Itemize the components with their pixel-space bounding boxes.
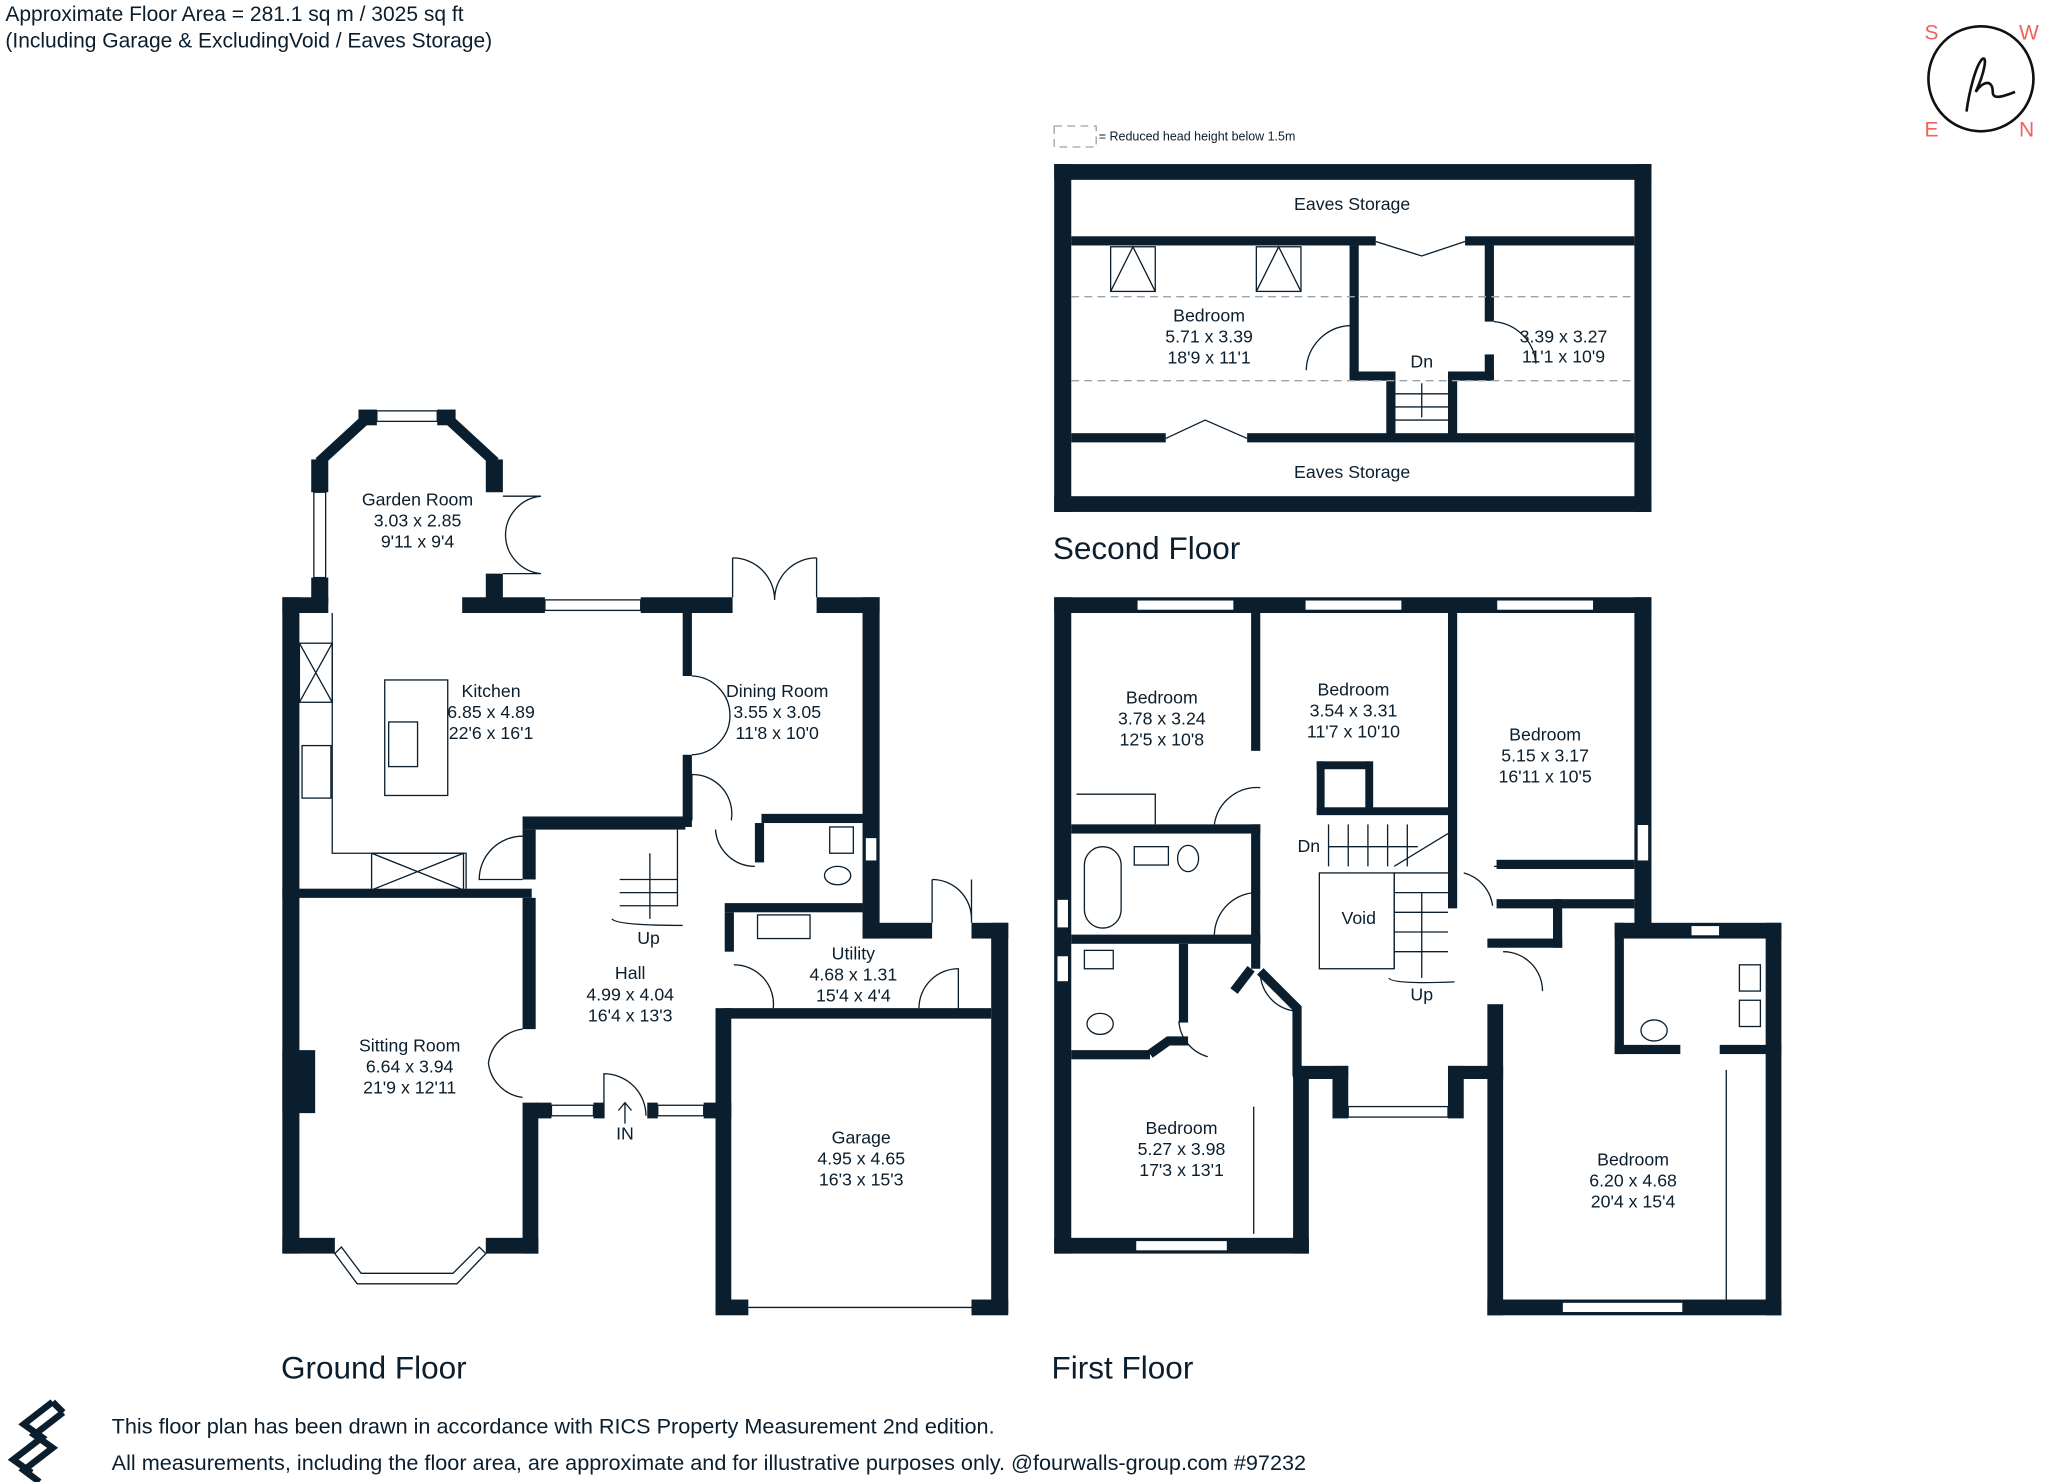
legend: = Reduced head height below 1.5m — [1053, 125, 1296, 148]
svg-text:6.64 x 3.94: 6.64 x 3.94 — [366, 1056, 454, 1076]
svg-text:4.95 x 4.65: 4.95 x 4.65 — [817, 1148, 905, 1168]
eaves-storage-bottom-label: Eaves Storage — [1294, 462, 1410, 482]
svg-text:3.55 x 3.05: 3.55 x 3.05 — [733, 702, 821, 722]
compass-logo: S W E N — [1924, 21, 2039, 141]
fourwalls-logo — [7, 1399, 66, 1482]
svg-text:16'11 x 10'5: 16'11 x 10'5 — [1499, 766, 1592, 786]
room-label-first-bedroom-2: Bedroom 3.54 x 3.31 11'7 x 10'10 — [1307, 680, 1400, 742]
first-floor-title: First Floor — [1052, 1349, 1194, 1385]
compass-n: N — [2019, 119, 2034, 142]
room-label-garage: Garage 4.95 x 4.65 16'3 x 15'3 — [817, 1127, 905, 1189]
svg-text:3.39 x 3.27: 3.39 x 3.27 — [1520, 327, 1608, 347]
entrance-label: IN — [616, 1123, 634, 1143]
legend-text: = Reduced head height below 1.5m — [1099, 129, 1296, 143]
svg-text:Sitting Room: Sitting Room — [359, 1035, 460, 1055]
svg-text:11'7 x 10'10: 11'7 x 10'10 — [1307, 722, 1400, 742]
svg-text:22'6 x 16'1: 22'6 x 16'1 — [449, 723, 534, 743]
room-label-utility: Utility 4.68 x 1.31 15'4 x 4'4 — [810, 944, 898, 1006]
svg-text:Bedroom: Bedroom — [1173, 306, 1245, 326]
svg-text:3.03 x 2.85: 3.03 x 2.85 — [374, 510, 462, 530]
svg-text:16'4 x 13'3: 16'4 x 13'3 — [588, 1005, 673, 1025]
signature-icon — [1965, 57, 2016, 112]
svg-text:Dining Room: Dining Room — [726, 681, 828, 701]
second-floor-title: Second Floor — [1053, 530, 1240, 566]
svg-text:4.99 x 4.04: 4.99 x 4.04 — [586, 984, 674, 1004]
room-label-sitting-room: Sitting Room 6.64 x 3.94 21'9 x 12'11 — [359, 1035, 460, 1097]
compass-w: W — [2019, 21, 2039, 44]
room-label-first-bedroom-5: Bedroom 6.20 x 4.68 20'4 x 15'4 — [1589, 1150, 1677, 1212]
stairs-down-label: Dn — [1298, 836, 1321, 856]
floor-area-text: Approximate Floor Area = 281.1 sq m / 30… — [5, 3, 463, 26]
svg-text:Garden Room: Garden Room — [362, 489, 473, 509]
ground-floor-plan: Garden Room 3.03 x 2.85 9'11 x 9'4 Kitch… — [281, 409, 1009, 1385]
svg-text:5.15 x 3.17: 5.15 x 3.17 — [1501, 745, 1589, 765]
room-label-hall: Hall 4.99 x 4.04 16'4 x 13'3 — [586, 963, 674, 1025]
svg-text:Hall: Hall — [615, 963, 646, 983]
svg-text:Bedroom: Bedroom — [1126, 688, 1198, 708]
room-label-second-bedroom-1: Bedroom 5.71 x 3.39 18'9 x 11'1 — [1165, 306, 1253, 368]
stairs-down-label: Dn — [1410, 352, 1433, 372]
svg-text:Bedroom: Bedroom — [1146, 1118, 1218, 1138]
svg-text:11'1 x 10'9: 11'1 x 10'9 — [1522, 346, 1605, 366]
footer-rics-note: This floor plan has been drawn in accord… — [112, 1413, 995, 1438]
dashed-box-icon — [1053, 125, 1097, 148]
svg-text:Utility: Utility — [832, 944, 875, 964]
svg-text:Bedroom: Bedroom — [1509, 724, 1581, 744]
stairs-up-label: Up — [637, 928, 660, 948]
svg-text:6.85 x 4.89: 6.85 x 4.89 — [447, 702, 535, 722]
svg-text:18'9 x 11'1: 18'9 x 11'1 — [1167, 348, 1250, 368]
svg-text:17'3 x 13'1: 17'3 x 13'1 — [1139, 1160, 1224, 1180]
svg-text:5.27 x 3.98: 5.27 x 3.98 — [1138, 1139, 1226, 1159]
svg-text:16'3 x 15'3: 16'3 x 15'3 — [819, 1169, 904, 1189]
first-floor-plan: Void Dn Up Bedroom 3.78 x 3.24 12'5 x 10… — [1052, 597, 1782, 1385]
footer-disclaimer: All measurements, including the floor ar… — [112, 1450, 1306, 1475]
room-label-garden-room: Garden Room 3.03 x 2.85 9'11 x 9'4 — [362, 489, 473, 551]
svg-text:Garage: Garage — [832, 1127, 891, 1147]
svg-text:15'4 x 4'4: 15'4 x 4'4 — [816, 986, 891, 1006]
svg-text:6.20 x 4.68: 6.20 x 4.68 — [1589, 1171, 1677, 1191]
svg-text:Kitchen: Kitchen — [462, 681, 521, 701]
svg-text:12'5 x 10'8: 12'5 x 10'8 — [1120, 730, 1205, 750]
svg-text:4.68 x 1.31: 4.68 x 1.31 — [810, 965, 898, 985]
compass-s: S — [1924, 21, 1938, 44]
svg-text:Bedroom: Bedroom — [1318, 680, 1390, 700]
svg-text:3.78 x 3.24: 3.78 x 3.24 — [1118, 709, 1206, 729]
room-label-dining-room: Dining Room 3.55 x 3.05 11'8 x 10'0 — [726, 681, 828, 743]
floor-area-note: (Including Garage & ExcludingVoid / Eave… — [5, 29, 492, 52]
svg-text:5.71 x 3.39: 5.71 x 3.39 — [1165, 327, 1253, 347]
svg-text:21'9 x 12'11: 21'9 x 12'11 — [363, 1077, 456, 1097]
room-label-second-room-2: 3.39 x 3.27 11'1 x 10'9 — [1520, 327, 1608, 367]
eaves-storage-top-label: Eaves Storage — [1294, 194, 1410, 214]
room-label-kitchen: Kitchen 6.85 x 4.89 22'6 x 16'1 — [447, 681, 535, 743]
compass-e: E — [1924, 119, 1938, 142]
svg-text:3.54 x 3.31: 3.54 x 3.31 — [1310, 701, 1398, 721]
room-label-first-bedroom-4: Bedroom 5.27 x 3.98 17'3 x 13'1 — [1138, 1118, 1226, 1180]
stairs-up-label: Up — [1410, 984, 1433, 1004]
svg-text:20'4 x 15'4: 20'4 x 15'4 — [1591, 1192, 1676, 1212]
svg-text:Bedroom: Bedroom — [1597, 1150, 1669, 1170]
void-label: Void — [1341, 908, 1376, 928]
room-label-first-bedroom-3: Bedroom 5.15 x 3.17 16'11 x 10'5 — [1499, 724, 1592, 786]
svg-text:11'8 x 10'0: 11'8 x 10'0 — [736, 723, 819, 743]
ground-floor-title: Ground Floor — [281, 1349, 467, 1385]
svg-text:9'11 x 9'4: 9'11 x 9'4 — [381, 531, 455, 551]
room-label-first-bedroom-1: Bedroom 3.78 x 3.24 12'5 x 10'8 — [1118, 688, 1206, 750]
second-floor-plan: Eaves Storage Eaves Storage Bedroom 5.71… — [1053, 164, 1652, 566]
